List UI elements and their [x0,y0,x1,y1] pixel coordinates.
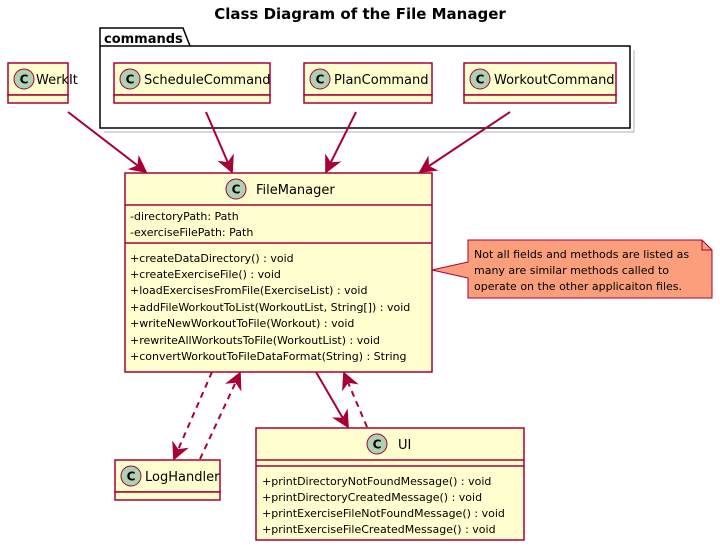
method: +createDataDirectory() : void [130,252,294,265]
class-schedule-command[interactable]: C ScheduleCommand [113,62,271,104]
arrow-filemanager-to-loghandler [172,371,213,461]
arrow-plan-to-filemanager [325,111,357,174]
arrow-filemanager-to-ui [315,371,349,429]
method: +printExerciseFileCreatedMessage() : voi… [262,523,496,536]
method: +loadExercisesFromFile(ExerciseList) : v… [130,284,367,297]
class-log-handler[interactable]: C LogHandler [114,459,221,501]
method: +addFileWorkoutToList(WorkoutList, Strin… [130,301,410,314]
class-name: FileManager [256,183,335,198]
class-icon [469,68,491,90]
method: +printDirectoryNotFoundMessage() : void [262,475,491,488]
field: -directoryPath: Path [130,210,239,223]
class-icon [120,465,142,487]
method: +createExerciseFile() : void [130,268,281,281]
class-icon-letter: C [476,73,485,87]
class-icon-letter: C [232,183,241,197]
class-icon [119,68,141,90]
method: +convertWorkoutToFileDataFormat(String) … [130,350,407,363]
class-icon-letter: C [20,73,29,87]
field: -exerciseFilePath: Path [130,226,253,239]
class-werkit[interactable]: C WerkIt [7,62,78,104]
class-icon [225,178,247,200]
class-name: ScheduleCommand [144,73,271,88]
class-name: WorkoutCommand [494,73,615,88]
note-line: Not all fields and methods are listed as [474,248,689,261]
class-name: PlanCommand [334,73,428,88]
method: +writeNewWorkoutToFile(Workout) : void [130,317,354,330]
class-icon [366,433,388,455]
class-icon-letter: C [126,73,135,87]
arrow-ui-to-filemanager [342,371,368,428]
class-workout-command[interactable]: C WorkoutCommand [463,62,617,104]
class-icon-letter: C [373,438,382,452]
class-icon [13,68,35,90]
note: Not all fields and methods are listed as… [431,239,713,299]
note-line: many are similar methods called to [474,264,669,277]
arrow-loghandler-to-filemanager [199,371,242,460]
class-plan-command[interactable]: C PlanCommand [303,62,433,104]
method: +printExerciseFileNotFoundMessage() : vo… [262,507,505,520]
class-ui[interactable]: C UI +printDirectoryNotFoundMessage() : … [255,427,525,541]
associations [67,111,511,461]
class-name: UI [398,438,411,453]
class-icon-letter: C [127,470,136,484]
arrow-schedule-to-filemanager [205,111,234,174]
note-line: operate on the other applicaiton files. [474,280,682,293]
class-file-manager[interactable]: C FileManager -directoryPath: Path -exer… [124,172,433,373]
class-name: LogHandler [145,470,220,485]
method: +rewriteAllWorkoutsToFile(WorkoutList) :… [130,334,380,347]
arrow-workout-to-filemanager [418,111,511,173]
class-name: WerkIt [36,73,78,88]
arrow-werkit-to-filemanager [67,111,148,174]
class-icon-letter: C [316,73,325,87]
package-label: commands [104,32,183,47]
class-icon [309,68,331,90]
method: +printDirectoryCreatedMessage() : void [262,491,482,504]
diagram-title: Class Diagram of the File Manager [214,5,506,23]
